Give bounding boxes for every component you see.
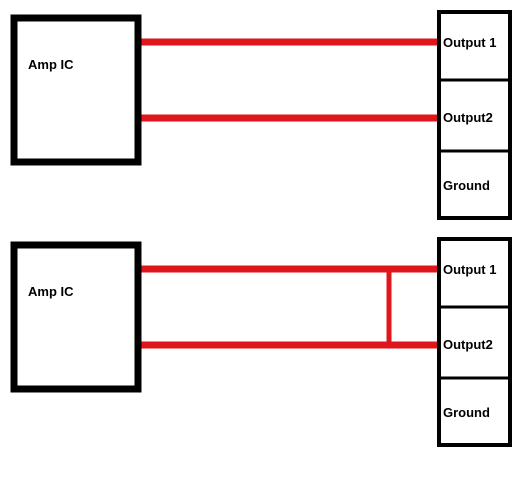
bottom-diagram: Amp IC Output 1 Output2 Ground — [10, 237, 512, 447]
bottom-output-1-label: Output 1 — [443, 262, 496, 277]
bottom-amp-ic-label: Amp IC — [28, 284, 74, 299]
top-amp-ic-box — [10, 14, 142, 166]
top-ground-label: Ground — [443, 178, 490, 193]
bottom-output-2-label: Output2 — [443, 337, 493, 352]
top-output-1-label: Output 1 — [443, 35, 496, 50]
bottom-amp-ic-box — [10, 241, 142, 393]
top-amp-ic-label: Amp IC — [28, 57, 74, 72]
top-output-2-label: Output2 — [443, 110, 493, 125]
top-diagram: Amp IC Output 1 Output2 Ground — [10, 10, 512, 220]
bottom-output-connector — [437, 237, 512, 447]
bottom-ground-label: Ground — [443, 405, 490, 420]
top-output-connector — [437, 10, 512, 220]
